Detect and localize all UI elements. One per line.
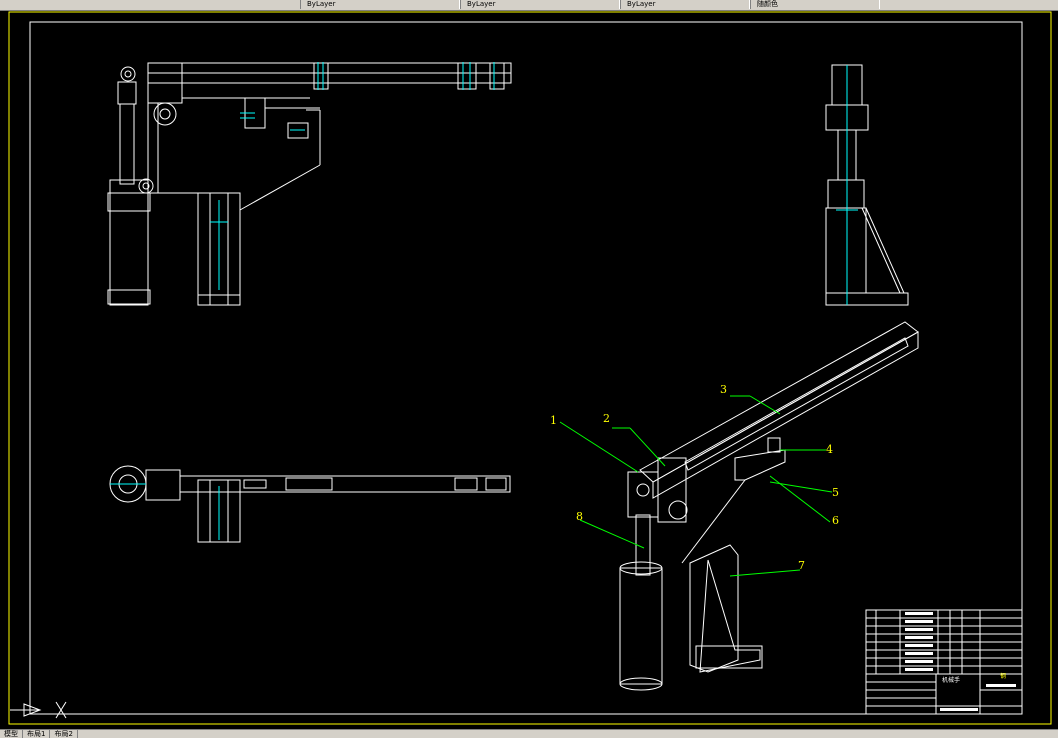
- callout-6: 6: [832, 514, 839, 527]
- side-view: [825, 64, 909, 306]
- inner-border: [29, 21, 1023, 715]
- top-view-centerlines: [110, 483, 220, 540]
- leader-lines: [559, 395, 833, 577]
- lineweight-dropdown[interactable]: 随颜色: [750, 0, 880, 9]
- callout-8: 8: [576, 510, 583, 523]
- ucs-icon: [10, 701, 67, 719]
- title-block-fills: [905, 612, 1016, 711]
- side-view-centerlines: [836, 65, 858, 305]
- material-label: 钢: [1000, 672, 1006, 680]
- callout-1: 1: [550, 414, 557, 427]
- callout-2: 2: [603, 412, 610, 425]
- tab-layout2[interactable]: 布局2: [50, 730, 78, 738]
- callout-3: 3: [720, 383, 727, 396]
- linetype-dropdown[interactable]: ByLayer: [620, 0, 750, 9]
- layer-dropdown[interactable]: ByLayer: [300, 0, 460, 9]
- title-block: [865, 609, 1023, 715]
- drawing-canvas[interactable]: 1 2 3 4 5 6 7 8: [0, 10, 1058, 729]
- callout-4: 4: [826, 443, 833, 456]
- callout-5: 5: [832, 486, 839, 499]
- callout-7: 7: [798, 559, 805, 572]
- drawing-name: 机械手: [942, 676, 960, 684]
- top-view: [109, 465, 511, 543]
- front-view-centerlines: [210, 62, 495, 290]
- tab-model[interactable]: 模型: [0, 730, 23, 738]
- front-view: [107, 62, 512, 306]
- tab-layout1[interactable]: 布局1: [23, 730, 51, 738]
- toolbar: ByLayer ByLayer ByLayer 随颜色: [0, 0, 1058, 11]
- isometric-view: [619, 321, 919, 691]
- outer-frame: [8, 11, 1052, 725]
- color-dropdown[interactable]: ByLayer: [460, 0, 620, 9]
